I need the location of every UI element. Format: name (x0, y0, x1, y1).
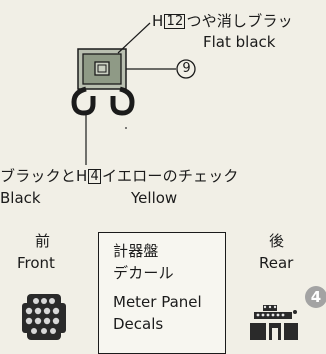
color-pair-jp-a: ブラックとH (0, 167, 88, 185)
front-panel-icon (22, 294, 66, 340)
rear-panel-icon (250, 305, 298, 340)
callout-mid-en-b: Yellow (131, 189, 178, 207)
color-code-prefix: H (152, 12, 164, 30)
meter-panel-decal-box (98, 232, 226, 354)
color-code-box: 12 (164, 14, 186, 29)
callout-mid-en-a: Black (0, 189, 41, 207)
color-pair-jp-b: イエローのチェック (101, 167, 239, 185)
decal-en-line1: Meter Panel (113, 293, 202, 311)
part-drawing-icon (71, 48, 135, 116)
front-label-en: Front (17, 254, 55, 272)
leader-line-top (117, 22, 151, 54)
decal-number-badge: 4 (305, 286, 326, 308)
color-code-box-mid: 4 (88, 169, 101, 184)
decal-en-line2: Decals (113, 315, 164, 333)
decal-jp-line2: デカール (113, 264, 174, 282)
rear-label-jp: 後 (269, 232, 285, 250)
callout-top-en: Flat black (203, 33, 276, 51)
decal-jp-line1: 計器盤 (113, 242, 159, 260)
color-name-jp: つや消しブラッ (186, 12, 293, 30)
part-number: 9 (182, 61, 191, 76)
diagram-linework (22, 22, 298, 340)
front-label-jp: 前 (35, 232, 51, 250)
part-number-circle (176, 59, 196, 79)
rear-label-en: Rear (259, 254, 294, 272)
